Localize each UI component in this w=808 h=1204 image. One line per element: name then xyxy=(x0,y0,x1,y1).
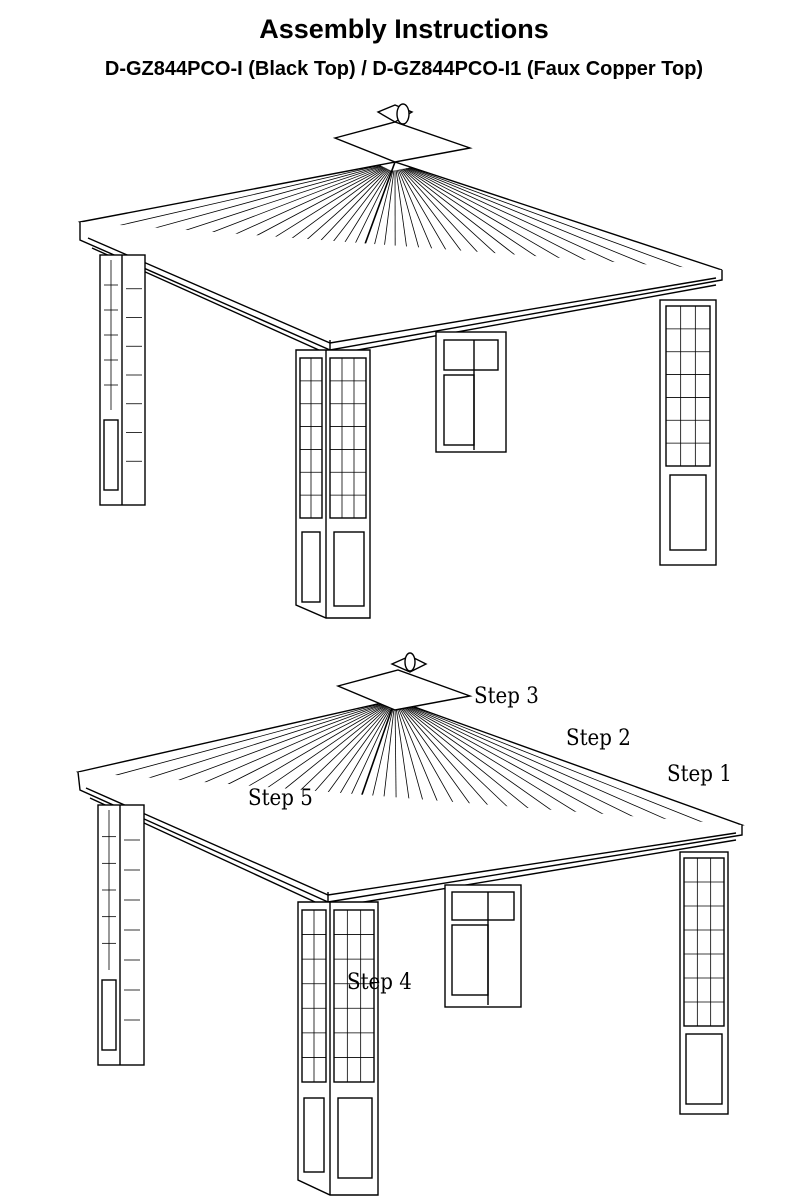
page-title: Assembly Instructions xyxy=(259,14,549,44)
drawing-line xyxy=(97,165,381,231)
step-2-label: Step 2 xyxy=(566,726,631,751)
drawing-line xyxy=(410,167,701,275)
drawing-line xyxy=(113,704,382,790)
step-1-label: Step 1 xyxy=(667,762,732,787)
drawing-line xyxy=(408,706,674,837)
step-4-label: Step 4 xyxy=(347,970,412,995)
drawing-line xyxy=(409,167,679,279)
gazebo-illustration-bottom xyxy=(75,652,745,1196)
step-3-label: Step 3 xyxy=(474,684,539,709)
model-subtitle: D-GZ844PCO-I (Black Top) / D-GZ844PCO-I1… xyxy=(104,58,704,80)
drawing-line xyxy=(115,165,382,240)
drawing-line xyxy=(409,706,697,833)
drawing-line xyxy=(411,706,720,830)
drawing-line xyxy=(95,703,381,781)
step-5-label: Step 5 xyxy=(248,786,313,811)
gazebo-illustration-top xyxy=(77,103,723,619)
